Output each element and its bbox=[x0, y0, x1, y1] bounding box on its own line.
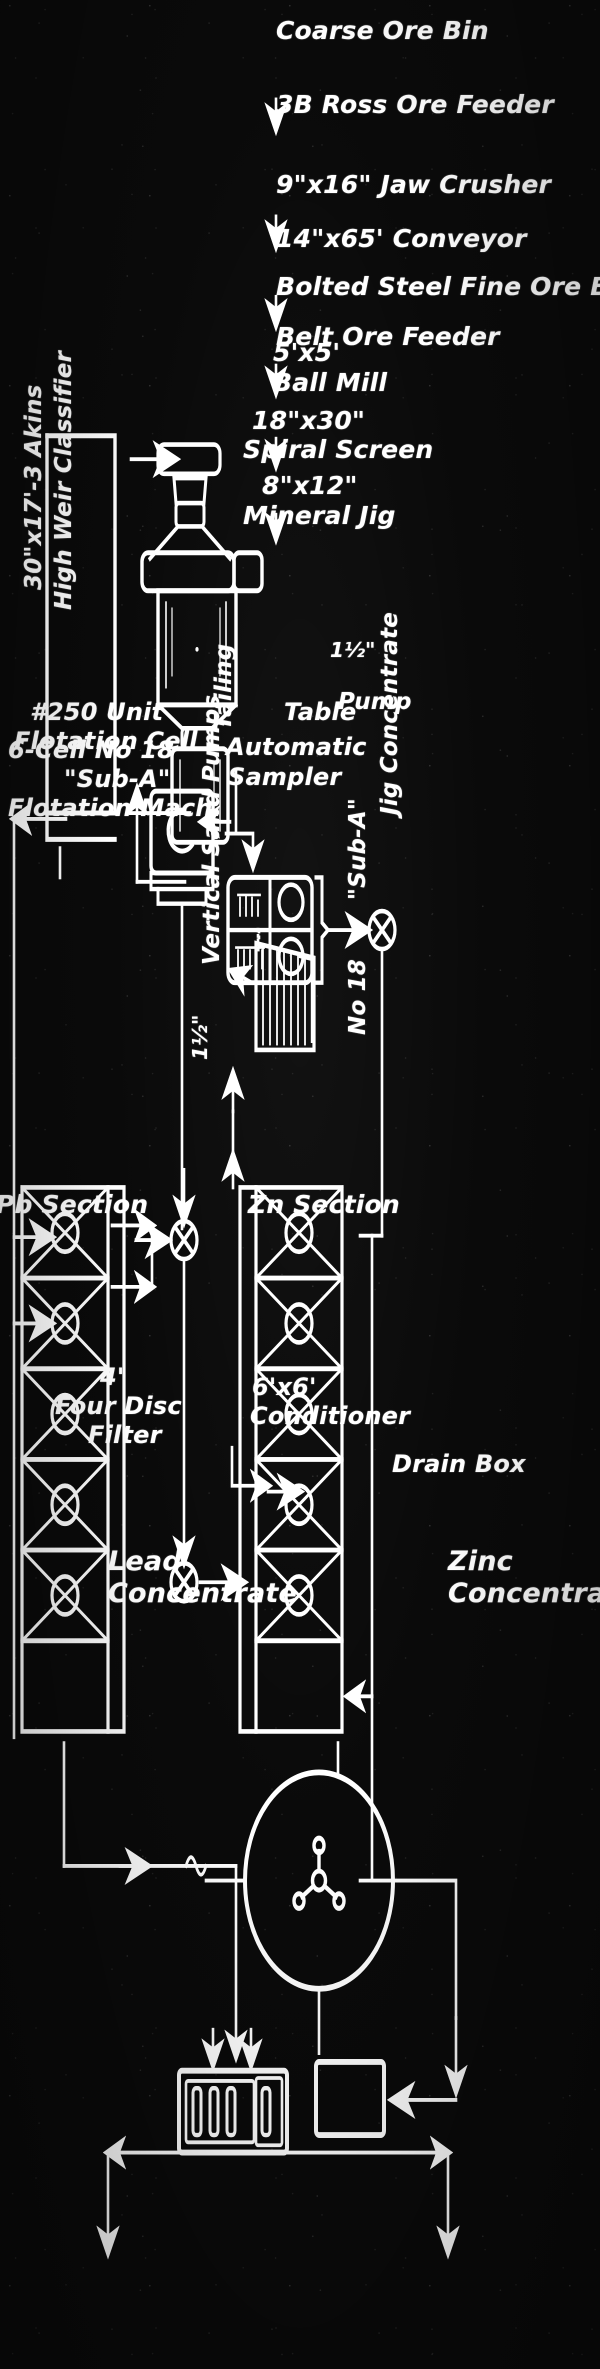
table-label: Table bbox=[284, 698, 357, 727]
pb-flotation-line3: Flotation Mach. bbox=[8, 794, 222, 823]
pb-flotation-line2: "Sub-A" bbox=[64, 765, 171, 794]
flow-step-belt-ore-feeder: Belt Ore Feeder bbox=[276, 322, 500, 352]
jig-pipe-size-label: 1½" bbox=[330, 638, 376, 663]
mineral-jig-size-label: 8"x12" bbox=[262, 471, 358, 501]
zn-flotation-line1: "Sub-A" bbox=[345, 797, 371, 900]
flow-step-ross-ore-feeder: 3B Ross Ore Feeder bbox=[276, 89, 554, 120]
classifier-label: High Weir Classifier bbox=[51, 350, 77, 610]
filter-type-label: Four Disc bbox=[55, 1392, 182, 1421]
classifier-size-label: 30"x17'-3 Akins bbox=[21, 384, 47, 590]
zinc-concentrate-line2: Concentrate bbox=[448, 1578, 600, 1610]
ball-mill-size-label: 5'x5' bbox=[273, 338, 341, 368]
pump-label: Pump bbox=[338, 689, 412, 716]
flow-step-conveyor: 14"x65' Conveyor bbox=[276, 224, 527, 254]
filter-size-label: 4' bbox=[100, 1363, 125, 1392]
zn-flotation-line2: No 18 bbox=[345, 958, 371, 1035]
drain-box-label: Drain Box bbox=[392, 1450, 526, 1479]
spiral-screen-label: Spiral Screen bbox=[243, 435, 434, 465]
automatic-sampler-line2: Sampler bbox=[228, 763, 342, 792]
flow-step-coarse-ore-bin: Coarse Ore Bin bbox=[276, 15, 489, 46]
flow-step-fine-ore-bin: Bolted Steel Fine Ore Bin bbox=[276, 272, 600, 302]
zinc-concentrate-line1: Zinc bbox=[448, 1546, 513, 1578]
conditioner-size-label: 6'x6' bbox=[252, 1373, 317, 1402]
ball-mill-label: Ball Mill bbox=[273, 368, 388, 398]
lead-concentrate-line2: Concentrate bbox=[108, 1578, 297, 1610]
lead-concentrate-line1: Lead bbox=[108, 1546, 182, 1578]
flow-step-jaw-crusher: 9"x16" Jaw Crusher bbox=[276, 170, 552, 200]
automatic-sampler-line1: Automatic bbox=[226, 733, 367, 762]
unit-cell-size-label: #250 Unit bbox=[30, 698, 164, 727]
sand-pipe-size-label: 1½" bbox=[188, 1014, 212, 1060]
zn-section-label: Zn Section bbox=[248, 1190, 400, 1220]
pb-section-label: Pb Section bbox=[0, 1190, 149, 1220]
unit-cell-label: Flotation Cell bbox=[14, 727, 198, 756]
vertical-sand-pumps-label: Vertical Sand Pumps bbox=[199, 694, 225, 965]
pb-flotation-line1: 6-Cell No 18 bbox=[8, 736, 175, 765]
filter-label: Filter bbox=[88, 1421, 162, 1450]
spiral-screen-size-label: 18"x30" bbox=[252, 406, 366, 436]
conditioner-label: Conditioner bbox=[250, 1402, 411, 1431]
mineral-jig-label: Mineral Jig bbox=[243, 501, 396, 531]
jig-concentrate-label: Jig Concentrate bbox=[377, 611, 403, 815]
